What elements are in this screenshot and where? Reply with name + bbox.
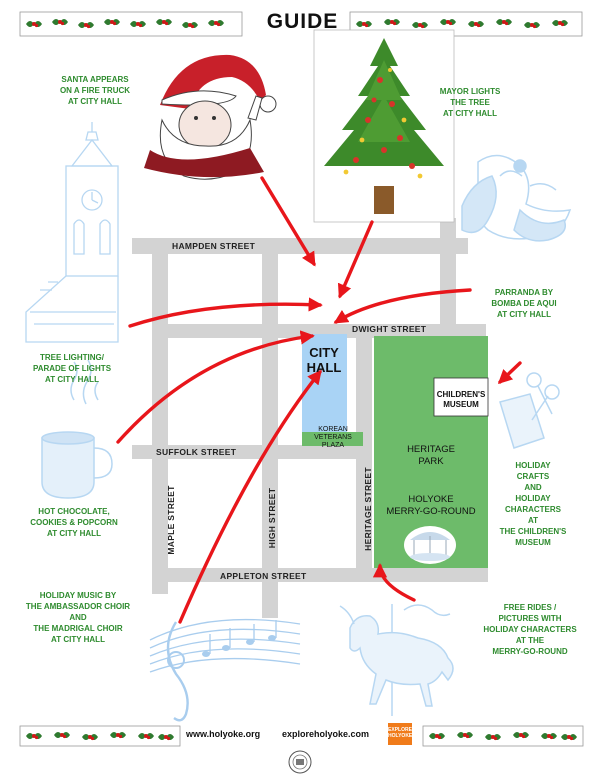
event-crafts-line: CHARACTERS	[505, 505, 561, 514]
event-santa-line: ON A FIRE TRUCK	[59, 86, 131, 95]
event-music-line: THE AMBASSADOR CHOIR	[25, 602, 131, 611]
event-tree-lighting-line: AT CITY HALL	[45, 375, 99, 384]
christmas-tree-icon	[313, 29, 455, 223]
korean-veterans-plaza-label: KOREAN VETERANS PLAZA	[300, 426, 366, 450]
event-tree-lighting-line: PARADE OF LIGHTS	[32, 364, 112, 373]
page-title: GUIDE	[266, 10, 339, 33]
event-rides-line: AT THE	[515, 636, 545, 645]
street-appleton: APPLETON STREET	[220, 571, 307, 581]
event-music-line: AT CITY HALL	[51, 635, 105, 644]
park-line1: HERITAGE	[407, 444, 455, 455]
heritage-park-label: HERITAGE PARK	[394, 444, 468, 468]
event-rides-line: MERRY-GO-ROUND	[492, 647, 568, 656]
merry-line2: MERRY-GO-ROUND	[386, 506, 476, 517]
event-rides-line: HOLIDAY CHARACTERS	[483, 625, 577, 634]
childrens-museum-block	[433, 377, 489, 417]
event-santa-line: AT CITY HALL	[68, 97, 122, 106]
event-hot-chocolate: HOT CHOCOLATE, COOKIES & POPCORN AT CITY…	[14, 506, 134, 539]
badge-line1: EXPLORE	[388, 727, 412, 733]
event-crafts-line: AT	[527, 516, 539, 525]
event-santa-line: SANTA APPEARS	[61, 75, 129, 84]
event-crafts-line: MUSEUM	[515, 538, 551, 547]
childrens-museum-label: CHILDREN'S MUSEUM	[428, 390, 494, 410]
city-seal-icon	[288, 750, 312, 774]
dancers-icon	[461, 154, 572, 242]
event-parranda-line: BOMBA DE AQUI	[491, 299, 557, 308]
event-hot-chocolate-line: COOKIES & POPCORN	[30, 518, 118, 527]
event-crafts-line: THE CHILDREN'S	[499, 527, 567, 536]
red-arrows	[116, 176, 522, 624]
event-music-line: HOLIDAY MUSIC BY	[39, 591, 117, 600]
korean-line1: KOREAN	[318, 426, 348, 433]
event-hot-chocolate-line: HOT CHOCOLATE,	[38, 507, 110, 516]
link-exploreholyoke-com[interactable]: exploreholyoke.com	[282, 729, 370, 739]
holly-border-icon	[19, 11, 584, 747]
event-crafts-line: CRAFTS	[516, 472, 550, 481]
event-rides: FREE RIDES / PICTURES WITH HOLIDAY CHARA…	[470, 602, 590, 657]
event-crafts-line: HOLIDAY	[515, 494, 551, 503]
scissors-paper-icon	[499, 372, 560, 449]
park-line2: PARK	[418, 456, 444, 467]
event-tree-lighting-line: TREE LIGHTING/	[40, 353, 104, 362]
merry-go-round-label: HOLYOKE MERRY-GO-ROUND	[374, 494, 488, 518]
event-crafts: HOLIDAY CRAFTS AND HOLIDAY CHARACTERS AT…	[488, 460, 578, 548]
event-music: HOLIDAY MUSIC BY THE AMBASSADOR CHOIR AN…	[14, 590, 142, 645]
korean-line2: VETERANS	[314, 434, 352, 441]
event-music-line: THE MADRIGAL CHOIR	[33, 624, 123, 633]
music-notes-icon	[149, 618, 301, 722]
city-hall-label-line1: CITY	[309, 345, 339, 360]
childrens-line1: CHILDREN'S	[436, 390, 486, 399]
childrens-line2: MUSEUM	[443, 400, 479, 409]
event-mayor-line: AT CITY HALL	[443, 109, 497, 118]
street-heritage: HERITAGE STREET	[363, 467, 373, 551]
event-mayor: MAYOR LIGHTS THE TREE AT CITY HALL	[424, 86, 516, 119]
street-high: HIGH STREET	[267, 487, 277, 549]
event-mayor-line: THE TREE	[450, 98, 490, 107]
event-hot-chocolate-line: AT CITY HALL	[47, 529, 101, 538]
carousel-icon	[404, 526, 456, 564]
santa-icon	[144, 54, 277, 180]
street-grid	[132, 218, 488, 618]
korean-line3: PLAZA	[321, 442, 345, 449]
explore-holyoke-badge	[388, 723, 412, 745]
clock-tower-icon	[25, 122, 119, 343]
street-hampden: HAMPDEN STREET	[172, 241, 256, 251]
korean-veterans-plaza-block	[302, 432, 363, 446]
hot-cocoa-mug-icon	[41, 359, 113, 499]
carousel-horse-icon	[339, 604, 454, 716]
merry-line1: HOLYOKE	[408, 494, 454, 505]
event-mayor-line: MAYOR LIGHTS	[439, 87, 501, 96]
event-rides-line: FREE RIDES /	[503, 603, 557, 612]
event-parranda-line: AT CITY HALL	[497, 310, 551, 319]
city-hall-label-line2: HALL	[306, 360, 342, 375]
badge-line2: HOLYOKE	[388, 733, 413, 739]
street-dwight: DWIGHT STREET	[352, 324, 427, 334]
event-crafts-line: AND	[524, 483, 542, 492]
event-crafts-line: HOLIDAY	[515, 461, 551, 470]
city-hall-label: CITY HALL	[296, 345, 352, 375]
explore-holyoke-badge-text: EXPLORE HOLYOKE	[388, 727, 412, 739]
event-santa: SANTA APPEARS ON A FIRE TRUCK AT CITY HA…	[40, 74, 150, 107]
event-parranda-line: PARRANDA BY	[494, 288, 554, 297]
link-holyoke-org[interactable]: www.holyoke.org	[186, 729, 261, 739]
street-suffolk: SUFFOLK STREET	[156, 447, 237, 457]
event-parranda: PARRANDA BY BOMBA DE AQUI AT CITY HALL	[474, 287, 574, 320]
event-rides-line: PICTURES WITH	[498, 614, 562, 623]
street-maple: MAPLE STREET	[166, 485, 176, 555]
event-music-line: AND	[69, 613, 87, 622]
event-tree-lighting: TREE LIGHTING/ PARADE OF LIGHTS AT CITY …	[14, 352, 130, 385]
